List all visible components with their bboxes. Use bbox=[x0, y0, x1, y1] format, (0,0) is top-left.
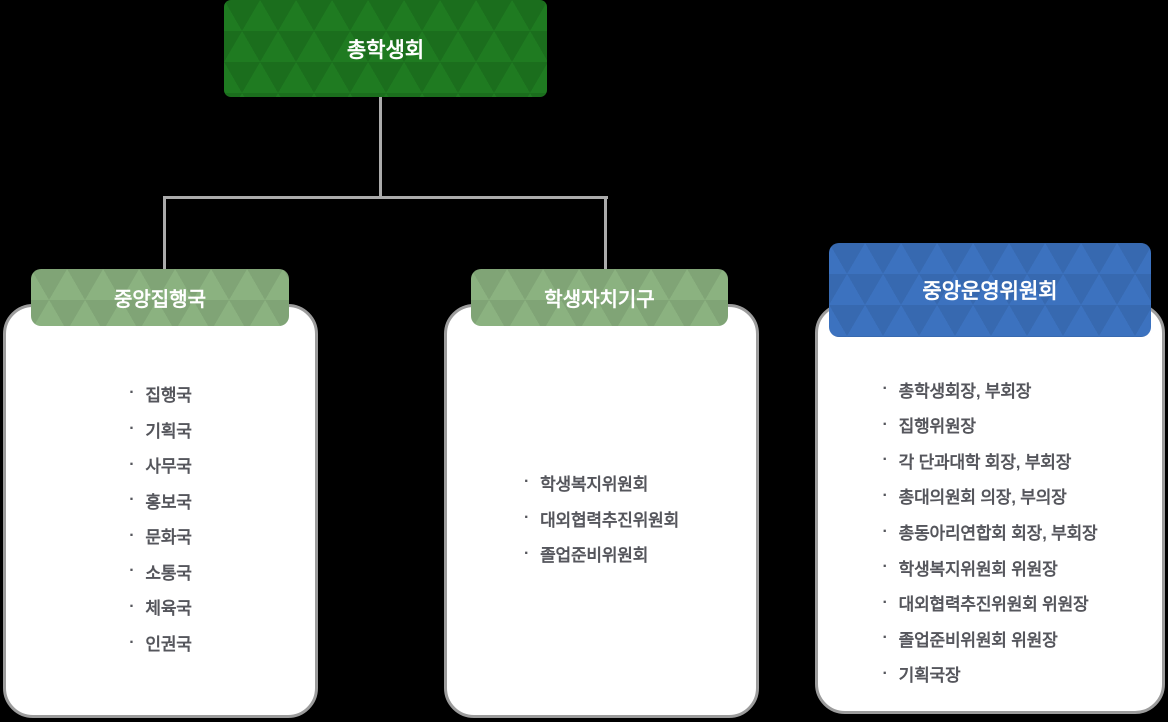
connector-stem bbox=[379, 97, 382, 198]
item-label: 총동아리연합회 회장, 부회장 bbox=[898, 524, 1098, 543]
item-label: 총대의원회 의장, 부의장 bbox=[898, 488, 1067, 508]
item-label: 대외협력추진위원회 bbox=[540, 510, 680, 530]
bullet-icon: · bbox=[129, 526, 135, 544]
root-node-label: 총학생회 bbox=[346, 38, 425, 62]
card-selfgov-header: 학생자치기구 bbox=[471, 269, 728, 326]
item-label: 홍보국 bbox=[145, 492, 192, 512]
item-label: 학생복지위원회 위원장 bbox=[898, 559, 1058, 579]
list-item: · 집행위원장 bbox=[883, 407, 1098, 443]
bullet-icon: · bbox=[129, 562, 135, 580]
list-item: · 학생복지위원회 bbox=[524, 465, 679, 501]
card-central-header: 중앙운영위원회 bbox=[829, 243, 1151, 337]
bullet-icon: · bbox=[882, 629, 888, 647]
card-central: · 총학생회장, 부회장 · 집행위원장 · 각 단과대학 회장, 부회장 · 총대의원회 의… bbox=[815, 303, 1165, 714]
item-label: 졸업준비위원회 bbox=[540, 546, 649, 566]
item-label: 소통국 bbox=[145, 563, 192, 583]
card-selfgov-header-label: 학생자치기구 bbox=[544, 289, 655, 311]
connector-rail bbox=[163, 196, 608, 199]
item-label: 학생복지위원회 bbox=[540, 474, 649, 494]
item-label: 기획국장 bbox=[898, 666, 961, 686]
bullet-icon: · bbox=[129, 597, 135, 615]
list-item: · 기획국 bbox=[129, 411, 192, 447]
card-central-header-label: 중앙운영위원회 bbox=[922, 280, 1058, 303]
list-item: · 각 단과대학 회장, 부회장 bbox=[883, 443, 1098, 479]
bullet-icon: · bbox=[882, 486, 888, 504]
item-label: 집행국 bbox=[145, 385, 192, 405]
bullet-icon: · bbox=[129, 384, 135, 402]
list-item: · 인권국 bbox=[129, 625, 192, 661]
list-item: · 대외협력추진위원회 bbox=[524, 500, 679, 536]
card-exec: · 집행국 · 기획국 · 사무국 · 홍보국 · 문화국 · 소통국 · 체육국 · 인권국 bbox=[3, 304, 318, 718]
bullet-icon: · bbox=[523, 473, 530, 491]
item-label: 총학생회장, 부회장 bbox=[898, 381, 1032, 401]
bullet-icon: · bbox=[129, 491, 135, 509]
item-label: 사무국 bbox=[145, 457, 192, 477]
bullet-icon: · bbox=[129, 455, 135, 473]
bullet-icon: · bbox=[882, 664, 888, 682]
list-item: · 사무국 bbox=[129, 447, 192, 483]
bullet-icon: · bbox=[882, 380, 888, 398]
list-item: · 졸업준비위원회 bbox=[524, 536, 679, 572]
root-node-student-council: 총학생회 bbox=[224, 0, 547, 97]
bullet-icon: · bbox=[882, 451, 888, 469]
list-item: · 총대의원회 의장, 부의장 bbox=[883, 478, 1098, 514]
list-item: · 홍보국 bbox=[129, 482, 192, 518]
bullet-icon: · bbox=[523, 509, 530, 526]
card-exec-header: 중앙집행국 bbox=[31, 269, 289, 326]
list-item: · 문화국 bbox=[129, 518, 192, 554]
item-label: 문화국 bbox=[145, 528, 192, 548]
item-label: 집행위원장 bbox=[898, 417, 976, 437]
exec-dept-list: · 집행국 · 기획국 · 사무국 · 홍보국 · 문화국 · 소통국 · 체육국 · 인권국 bbox=[129, 376, 192, 661]
card-selfgov: · 학생복지위원회 · 대외협력추진위원회 · 졸업준비위원회 bbox=[444, 304, 759, 718]
bullet-icon: · bbox=[882, 415, 888, 433]
bullet-icon: · bbox=[882, 522, 888, 540]
selfgov-committee-list: · 학생복지위원회 · 대외협력추진위원회 · 졸업준비위원회 bbox=[524, 465, 679, 572]
list-item: · 총학생회장, 부회장 bbox=[883, 371, 1098, 407]
list-item: · 소통국 bbox=[129, 554, 192, 590]
item-label: 기획국 bbox=[145, 421, 192, 441]
item-label: 각 단과대학 회장, 부회장 bbox=[898, 452, 1072, 472]
item-label: 인권국 bbox=[145, 635, 192, 655]
list-item: · 체육국 bbox=[129, 589, 192, 625]
bullet-icon: · bbox=[129, 633, 135, 651]
list-item: · 졸업준비위원회 위원장 bbox=[883, 620, 1098, 656]
list-item: · 기획국장 bbox=[883, 656, 1098, 692]
item-label: 체육국 bbox=[145, 599, 192, 619]
item-label: 대외협력추진위원회 위원장 bbox=[898, 595, 1089, 615]
bullet-icon: · bbox=[882, 593, 888, 611]
list-item: · 총동아리연합회 회장, 부회장 bbox=[883, 514, 1098, 550]
central-member-list: · 총학생회장, 부회장 · 집행위원장 · 각 단과대학 회장, 부회장 · 총대의원회 의… bbox=[883, 371, 1098, 691]
list-item: · 학생복지위원회 위원장 bbox=[883, 549, 1098, 585]
list-item: · 집행국 bbox=[129, 376, 192, 412]
connector-drop-exec bbox=[163, 196, 166, 271]
item-label: 졸업준비위원회 위원장 bbox=[898, 630, 1058, 650]
bullet-icon: · bbox=[129, 420, 135, 438]
bullet-icon: · bbox=[882, 558, 888, 576]
card-exec-header-label: 중앙집행국 bbox=[114, 289, 206, 311]
connector-drop-selfgov bbox=[604, 196, 607, 271]
list-item: · 대외협력추진위원회 위원장 bbox=[883, 585, 1098, 621]
bullet-icon: · bbox=[523, 544, 530, 562]
